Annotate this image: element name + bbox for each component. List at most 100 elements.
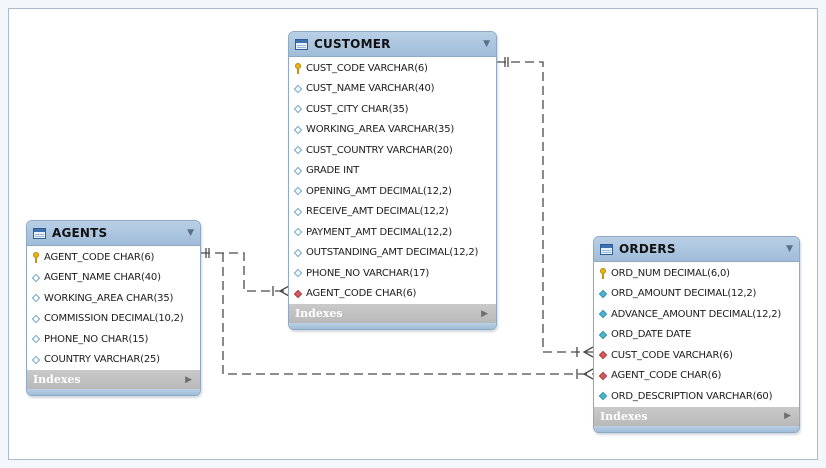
indexes-section[interactable]: Indexes ▶ (27, 370, 200, 389)
key-icon (599, 267, 607, 279)
column-list: ORD_NUM DECIMAL(6,0) ORD_AMOUNT DECIMAL(1… (594, 262, 799, 407)
table-column-row[interactable]: PHONE_NO CHAR(15) (27, 329, 200, 350)
table-column-row[interactable]: CUST_NAME VARCHAR(40) (289, 79, 496, 100)
table-column-row[interactable]: AGENT_CODE CHAR(6) (27, 247, 200, 268)
table-column-row[interactable]: CUST_CODE VARCHAR(6) (289, 58, 496, 79)
table-orders[interactable]: ORDERS ▼ ORD_NUM DECIMAL(6,0) ORD_AMOUNT … (593, 236, 800, 433)
foreign-key-diamond-icon (598, 371, 608, 380)
column-label: RECEIVE_AMT DECIMAL(12,2) (306, 206, 449, 218)
table-customer[interactable]: CUSTOMER ▼ CUST_CODE VARCHAR(6) CUST_NAME… (288, 31, 497, 330)
diamond-icon (293, 166, 303, 175)
rel-agents-customer[interactable] (201, 252, 289, 292)
rel-agents-orders[interactable] (222, 253, 593, 375)
indexes-label: Indexes (33, 373, 81, 386)
table-footer (289, 323, 496, 329)
table-column-row[interactable]: GRADE INT (289, 161, 496, 182)
diamond-icon (31, 314, 41, 323)
table-column-row[interactable]: COMMISSION DECIMAL(10,2) (27, 309, 200, 330)
table-icon (295, 38, 308, 50)
table-column-row[interactable]: AGENT_NAME CHAR(40) (27, 268, 200, 289)
collapse-arrow-icon[interactable]: ▼ (786, 244, 793, 254)
diamond-icon (293, 84, 303, 93)
table-icon (33, 227, 46, 239)
column-label: WORKING_AREA VARCHAR(35) (306, 124, 455, 136)
indexes-section[interactable]: Indexes ▶ (289, 304, 496, 323)
column-label: ORD_AMOUNT DECIMAL(12,2) (611, 288, 757, 300)
column-label: ORD_DATE DATE (611, 329, 692, 341)
diamond-icon (31, 273, 41, 282)
column-label: CUST_NAME VARCHAR(40) (306, 83, 435, 95)
column-label: PHONE_NO VARCHAR(17) (306, 267, 430, 279)
table-icon (600, 243, 613, 255)
diamond-icon (293, 248, 303, 257)
table-column-row[interactable]: WORKING_AREA VARCHAR(35) (289, 120, 496, 141)
table-title: ORDERS (619, 242, 676, 256)
rel-customer-orders[interactable] (497, 61, 593, 353)
table-column-row[interactable]: AGENT_CODE CHAR(6) (289, 284, 496, 305)
table-column-row[interactable]: CUST_CODE VARCHAR(6) (594, 345, 799, 366)
column-label: CUST_CODE VARCHAR(6) (611, 349, 733, 361)
diamond-icon (31, 355, 41, 364)
table-column-row[interactable]: OUTSTANDING_AMT DECIMAL(12,2) (289, 243, 496, 264)
column-label: WORKING_AREA CHAR(35) (44, 292, 174, 304)
diamond-icon (293, 146, 303, 155)
foreign-key-diamond-icon (598, 351, 608, 360)
table-column-row[interactable]: ORD_AMOUNT DECIMAL(12,2) (594, 284, 799, 305)
column-label: ORD_NUM DECIMAL(6,0) (611, 267, 730, 279)
column-label: ADVANCE_AMOUNT DECIMAL(12,2) (611, 308, 782, 320)
column-label: CUST_CODE VARCHAR(6) (306, 62, 428, 74)
table-column-row[interactable]: ADVANCE_AMOUNT DECIMAL(12,2) (594, 304, 799, 325)
diamond-icon (293, 125, 303, 134)
indexes-label: Indexes (295, 307, 343, 320)
table-column-row[interactable]: PHONE_NO VARCHAR(17) (289, 263, 496, 284)
table-header[interactable]: CUSTOMER ▼ (289, 32, 496, 57)
diamond-icon (598, 289, 608, 298)
column-label: GRADE INT (306, 165, 360, 177)
expand-arrow-icon[interactable]: ▶ (784, 411, 791, 421)
table-column-row[interactable]: ORD_DESCRIPTION VARCHAR(60) (594, 386, 799, 407)
column-label: AGENT_CODE CHAR(6) (306, 288, 417, 300)
column-label: CUST_COUNTRY VARCHAR(20) (306, 144, 453, 156)
collapse-arrow-icon[interactable]: ▼ (187, 228, 194, 238)
table-column-row[interactable]: ORD_NUM DECIMAL(6,0) (594, 263, 799, 284)
column-label: AGENT_CODE CHAR(6) (44, 251, 155, 263)
expand-arrow-icon[interactable]: ▶ (481, 308, 488, 319)
diamond-icon (598, 392, 608, 401)
one-mark-customer (504, 57, 509, 67)
column-label: AGENT_NAME CHAR(40) (44, 272, 161, 284)
table-column-row[interactable]: AGENT_CODE CHAR(6) (594, 366, 799, 387)
table-agents[interactable]: AGENTS ▼ AGENT_CODE CHAR(6) AGENT_NAME CH… (26, 220, 201, 396)
table-column-row[interactable]: RECEIVE_AMT DECIMAL(12,2) (289, 202, 496, 223)
diamond-icon (31, 294, 41, 303)
key-icon (294, 62, 302, 74)
table-header[interactable]: ORDERS ▼ (594, 237, 799, 262)
diamond-icon (598, 330, 608, 339)
table-title: CUSTOMER (314, 37, 391, 51)
column-list: CUST_CODE VARCHAR(6) CUST_NAME VARCHAR(40… (289, 57, 496, 304)
table-column-row[interactable]: PAYMENT_AMT DECIMAL(12,2) (289, 222, 496, 243)
column-label: COUNTRY VARCHAR(25) (44, 354, 160, 366)
table-column-row[interactable]: OPENING_AMT DECIMAL(12,2) (289, 181, 496, 202)
diamond-icon (293, 207, 303, 216)
column-label: OPENING_AMT DECIMAL(12,2) (306, 185, 452, 197)
column-list: AGENT_CODE CHAR(6) AGENT_NAME CHAR(40) WOR… (27, 246, 200, 370)
column-label: AGENT_CODE CHAR(6) (611, 370, 722, 382)
table-column-row[interactable]: CUST_CITY CHAR(35) (289, 99, 496, 120)
column-label: OUTSTANDING_AMT DECIMAL(12,2) (306, 247, 479, 259)
table-column-row[interactable]: COUNTRY VARCHAR(25) (27, 350, 200, 371)
indexes-section[interactable]: Indexes ▶ (594, 406, 799, 426)
expand-arrow-icon[interactable]: ▶ (185, 374, 192, 385)
table-header[interactable]: AGENTS ▼ (27, 221, 200, 246)
table-column-row[interactable]: CUST_COUNTRY VARCHAR(20) (289, 140, 496, 161)
table-column-row[interactable]: WORKING_AREA CHAR(35) (27, 288, 200, 309)
indexes-label: Indexes (600, 409, 648, 423)
table-column-row[interactable]: ORD_DATE DATE (594, 325, 799, 346)
collapse-arrow-icon[interactable]: ▼ (483, 39, 490, 49)
diamond-icon (293, 187, 303, 196)
table-footer (27, 389, 200, 395)
column-label: COMMISSION DECIMAL(10,2) (44, 313, 184, 325)
many-mark-orders-cust (576, 346, 594, 358)
many-mark-customer-agent (272, 285, 290, 297)
many-mark-orders-agent (576, 368, 594, 380)
